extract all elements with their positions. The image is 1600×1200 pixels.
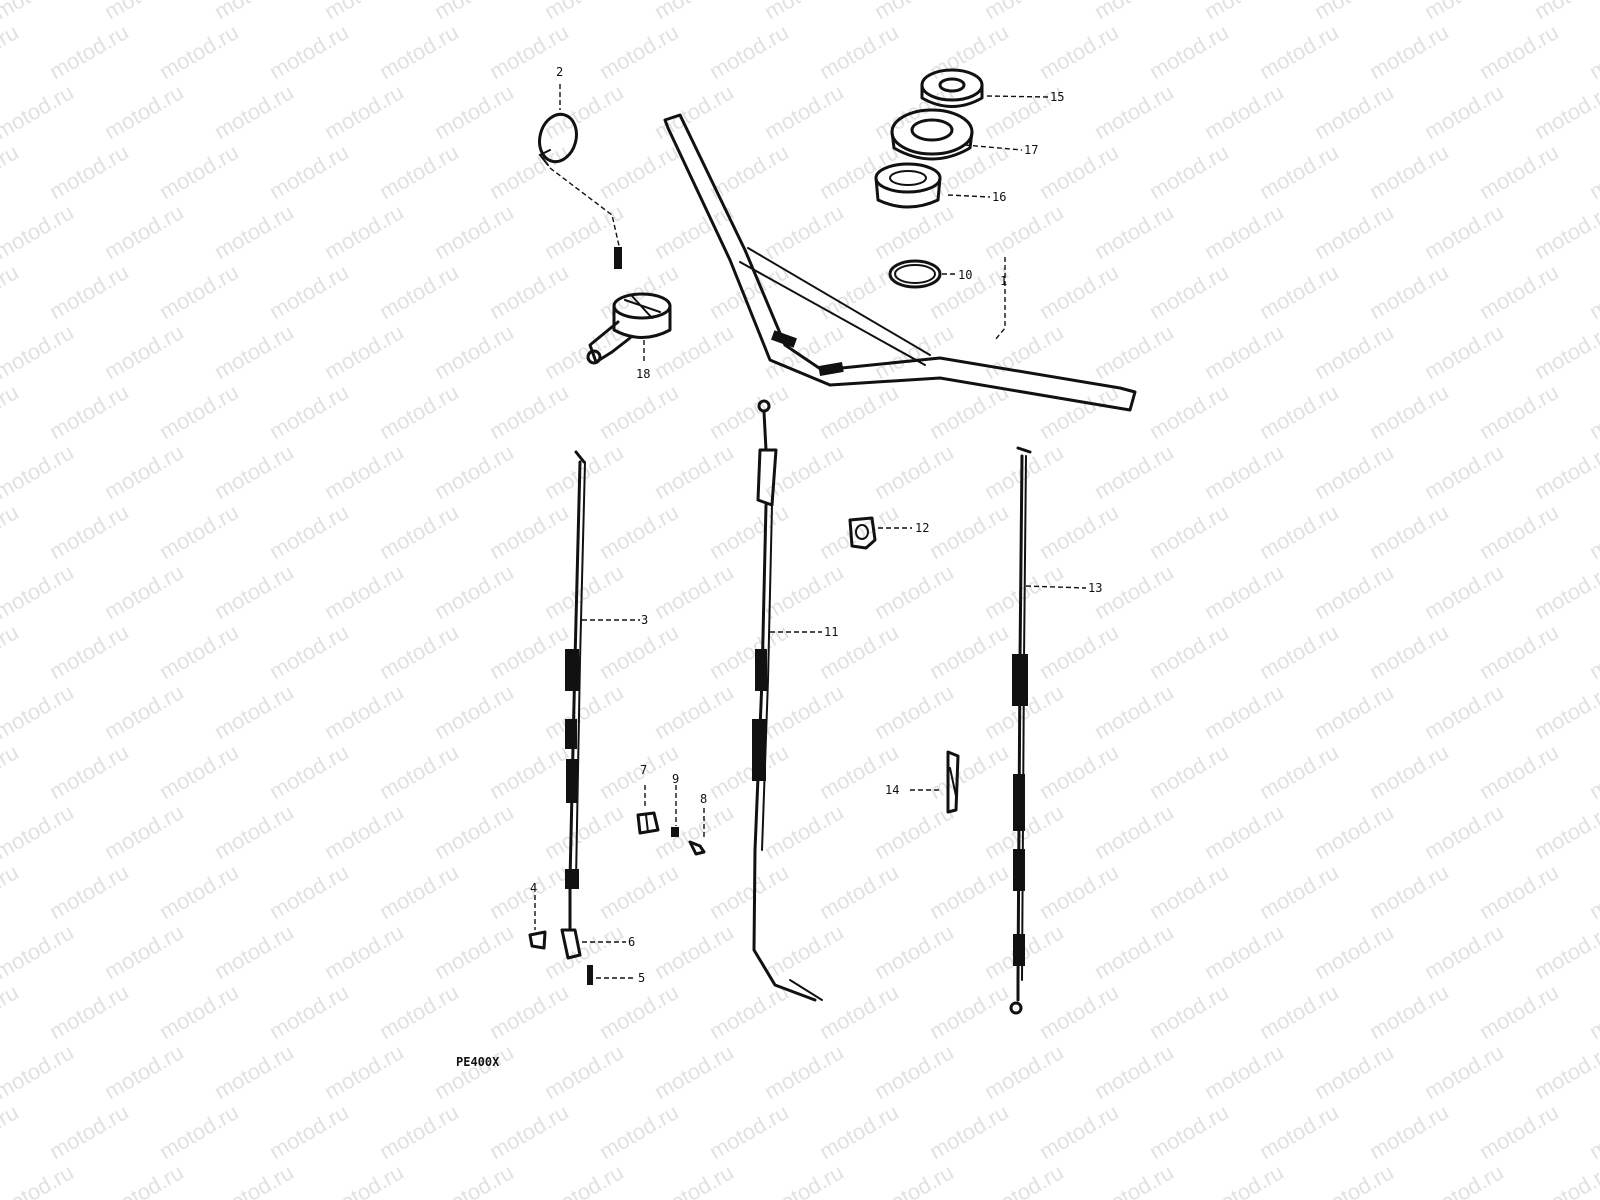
model-code: PE400X — [456, 1055, 500, 1069]
o-ring — [888, 259, 942, 289]
callout-7: 7 — [640, 763, 647, 777]
callout-15: 15 — [1050, 90, 1064, 104]
pin-5 — [587, 965, 593, 985]
callout-16: 16 — [992, 190, 1006, 204]
cable-3 — [560, 450, 586, 960]
throttle-assembly — [586, 292, 672, 365]
callout-17: 17 — [1024, 143, 1038, 157]
cable-11 — [752, 399, 823, 1002]
callout-4: 4 — [530, 881, 537, 895]
cable-13 — [1009, 446, 1032, 1015]
callout-1: 1 — [1000, 274, 1007, 288]
callout-6: 6 — [628, 935, 635, 949]
clip-7 — [636, 811, 660, 835]
callout-5: 5 — [638, 971, 645, 985]
mirror — [538, 112, 622, 269]
clamp-12 — [848, 516, 877, 550]
callout-2: 2 — [556, 65, 563, 79]
leader-lines — [534, 84, 1087, 979]
grip-ring-16 — [874, 162, 942, 209]
cable-end-4 — [528, 930, 547, 950]
handlebar — [663, 113, 1137, 412]
callout-12: 12 — [915, 521, 929, 535]
grip-ring-17 — [890, 108, 974, 161]
nut-9 — [671, 827, 679, 837]
bolt-8 — [688, 840, 706, 856]
grip-ring-15 — [920, 68, 984, 108]
callout-9: 9 — [672, 772, 679, 786]
callout-3: 3 — [641, 613, 648, 627]
strap-14 — [946, 750, 960, 814]
callout-11: 11 — [824, 625, 838, 639]
callout-14: 14 — [885, 783, 899, 797]
callout-18: 18 — [636, 367, 650, 381]
callout-13: 13 — [1088, 581, 1102, 595]
callout-8: 8 — [700, 792, 707, 806]
callout-10: 10 — [958, 268, 972, 282]
callout-labels: 1 2 3 4 5 6 7 8 9 10 11 12 13 14 15 16 1… — [530, 65, 1102, 985]
